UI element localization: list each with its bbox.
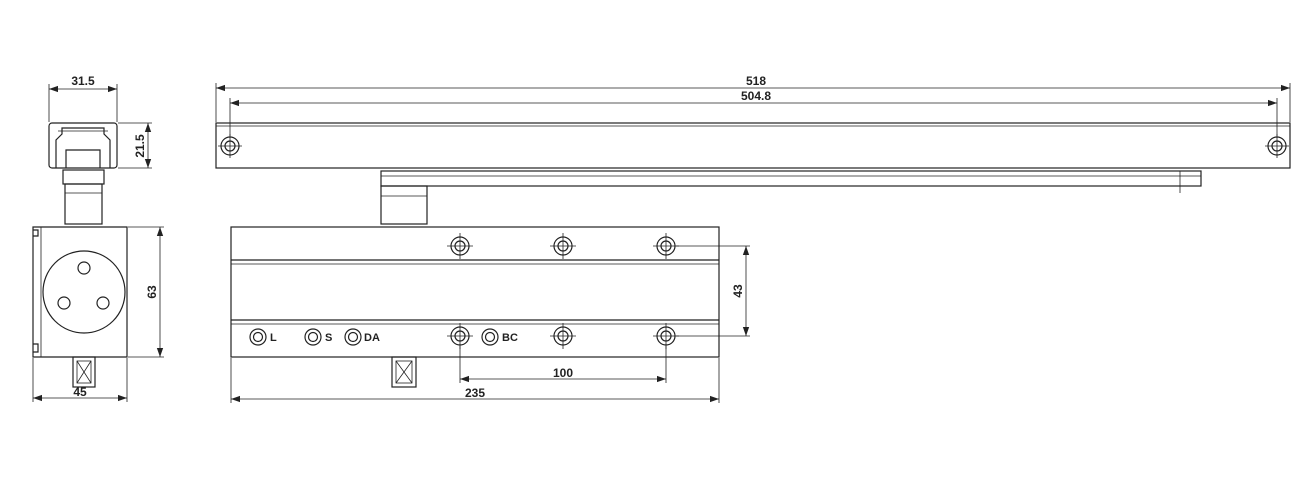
dim-hole-spacing-h-label: 100 bbox=[553, 366, 573, 380]
side-view: 31.5 21.5 63 45 bbox=[32, 74, 164, 402]
dim-top-height-label: 21.5 bbox=[133, 134, 147, 158]
body-hole bbox=[550, 323, 576, 349]
slide-arm bbox=[380, 170, 1202, 193]
dim-body-height: 63 bbox=[128, 226, 164, 358]
dim-arm-holes: 504.8 bbox=[229, 89, 1278, 136]
dim-hole-spacing-h: 100 bbox=[459, 346, 667, 383]
dim-arm-total: 518 bbox=[215, 74, 1291, 122]
valve-bc: BC bbox=[481, 328, 518, 346]
valve-l: L bbox=[249, 328, 277, 346]
bottom-spindle bbox=[72, 356, 96, 388]
dim-arm-total-label: 518 bbox=[746, 74, 766, 88]
valve-da: DA bbox=[344, 328, 380, 346]
rail-hole-right bbox=[1265, 134, 1289, 158]
body-holes bbox=[447, 233, 679, 349]
front-view: L S DA BC 518 504.8 bbox=[215, 74, 1291, 403]
front-bottom-spindle bbox=[391, 356, 417, 388]
dim-body-length: 235 bbox=[230, 358, 720, 403]
closer-body bbox=[230, 226, 720, 358]
rail-hole-left bbox=[218, 134, 242, 158]
body-hole bbox=[653, 233, 679, 259]
dim-arm-holes-label: 504.8 bbox=[741, 89, 771, 103]
dim-side-width: 45 bbox=[32, 358, 128, 402]
valve-l-label: L bbox=[270, 332, 277, 344]
dim-body-length-label: 235 bbox=[465, 386, 485, 400]
valve-s-label: S bbox=[325, 332, 332, 344]
body-hole bbox=[447, 233, 473, 259]
body-hole bbox=[653, 323, 679, 349]
body-hole bbox=[550, 233, 576, 259]
valve-s: S bbox=[304, 328, 332, 346]
dim-top-width: 31.5 bbox=[48, 74, 118, 122]
dim-hole-spacing-v: 43 bbox=[676, 245, 750, 337]
valve-da-label: DA bbox=[364, 332, 380, 344]
dim-hole-spacing-v-label: 43 bbox=[731, 284, 745, 298]
dim-side-width-label: 45 bbox=[73, 385, 87, 399]
body-hole bbox=[447, 323, 473, 349]
dim-top-height: 21.5 bbox=[118, 122, 152, 169]
spindle bbox=[62, 169, 105, 225]
dim-body-height-label: 63 bbox=[145, 285, 159, 299]
front-spindle bbox=[380, 185, 428, 225]
arm-section bbox=[48, 122, 118, 169]
valve-bc-label: BC bbox=[502, 332, 518, 344]
slide-rail bbox=[215, 122, 1291, 169]
body-side bbox=[32, 226, 128, 358]
dim-top-width-label: 31.5 bbox=[71, 74, 95, 88]
